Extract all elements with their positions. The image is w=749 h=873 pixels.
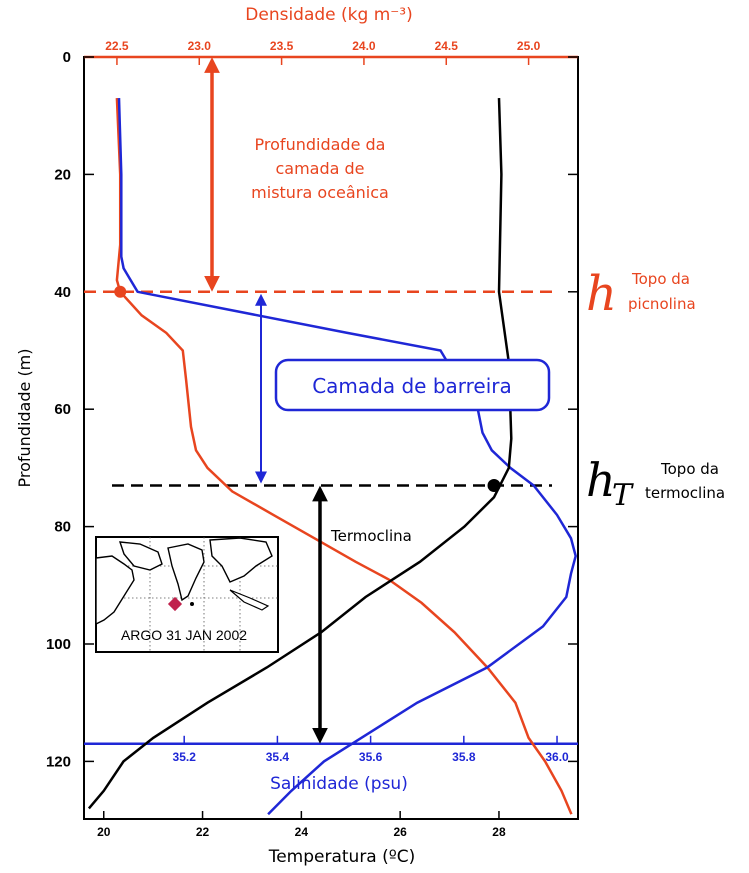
density-tick-label: 24.5 bbox=[435, 39, 459, 53]
density-axis-title: Densidade (kg m⁻³) bbox=[245, 5, 412, 25]
density-tick-label: 22.5 bbox=[105, 39, 129, 53]
inset-caption: ARGO 31 JAN 2002 bbox=[121, 627, 247, 643]
svg-text:T: T bbox=[612, 478, 634, 513]
thermocline-symbol: h T bbox=[586, 453, 634, 513]
salinity-tick-label: 35.8 bbox=[452, 750, 476, 764]
density-tick-label: 23.5 bbox=[270, 39, 294, 53]
salinity-curve bbox=[117, 98, 577, 816]
india-landmass bbox=[167, 543, 205, 602]
svg-text:Profundidade da: Profundidade da bbox=[255, 135, 386, 154]
temperature-tick-label: 24 bbox=[295, 825, 309, 839]
depth-tick-label: 100 bbox=[46, 636, 71, 653]
svg-text:picnolina: picnolina bbox=[628, 295, 696, 313]
svg-text:termoclina: termoclina bbox=[645, 484, 725, 502]
salinity-tick-label: 35.6 bbox=[359, 750, 383, 764]
density-tick-label: 25.0 bbox=[517, 39, 541, 53]
depth-tick-label: 0 bbox=[63, 49, 71, 66]
temperature-curve bbox=[87, 98, 513, 810]
salinity-tick-label: 35.2 bbox=[173, 750, 197, 764]
salinity-tick-label: 36.0 bbox=[545, 750, 569, 764]
salinity-axis-title: Salinidade (psu) bbox=[270, 774, 408, 794]
svg-text:h: h bbox=[586, 453, 616, 507]
thermocline-label: Termoclina bbox=[330, 527, 412, 545]
temperature-tick-label: 26 bbox=[393, 825, 407, 839]
svg-text:h: h bbox=[586, 266, 617, 322]
thermocline-top-label: Topo da termoclina bbox=[645, 460, 725, 502]
mixed-layer-label: Profundidade da camada de mistura oceâni… bbox=[251, 135, 389, 202]
density-curve bbox=[115, 98, 573, 815]
depth-tick-label: 20 bbox=[54, 166, 71, 183]
svg-text:Topo da: Topo da bbox=[631, 270, 690, 288]
thermocline-marker bbox=[487, 479, 501, 493]
svg-text:camada de: camada de bbox=[275, 159, 364, 178]
barrier-layer-box bbox=[274, 358, 551, 412]
depth-tick-label: 120 bbox=[46, 753, 71, 770]
density-tick-label: 24.0 bbox=[352, 39, 376, 53]
salinity-tick-label: 35.4 bbox=[266, 750, 290, 764]
argo-inset-map: ARGO 31 JAN 2002 bbox=[95, 536, 279, 653]
pycnocline-label: Topo da picnolina bbox=[628, 270, 696, 313]
depth-tick-label: 60 bbox=[54, 401, 71, 418]
temperature-tick-label: 22 bbox=[196, 825, 210, 839]
southeast-asia-landmass bbox=[209, 537, 273, 583]
argo-float-marker bbox=[167, 596, 183, 612]
svg-text:Topo da: Topo da bbox=[660, 460, 719, 478]
temperature-tick-label: 28 bbox=[492, 825, 506, 839]
barrier-layer-label: Camada de barreira bbox=[312, 374, 512, 398]
depth-tick-label: 40 bbox=[54, 284, 71, 301]
density-tick-label: 23.0 bbox=[188, 39, 212, 53]
arabia-landmass bbox=[118, 541, 163, 571]
pycnocline-marker bbox=[114, 285, 127, 298]
temperature-tick-label: 20 bbox=[97, 825, 111, 839]
depth-tick-label: 80 bbox=[54, 519, 71, 536]
depth-axis-title: Profundidade (m) bbox=[15, 348, 34, 487]
africa-landmass bbox=[95, 555, 135, 626]
pycnocline-symbol: h bbox=[586, 266, 617, 322]
sumatra-landmass bbox=[229, 589, 270, 611]
svg-text:mistura oceânica: mistura oceânica bbox=[251, 183, 389, 202]
temperature-axis-title: Temperatura (ºC) bbox=[268, 847, 416, 867]
